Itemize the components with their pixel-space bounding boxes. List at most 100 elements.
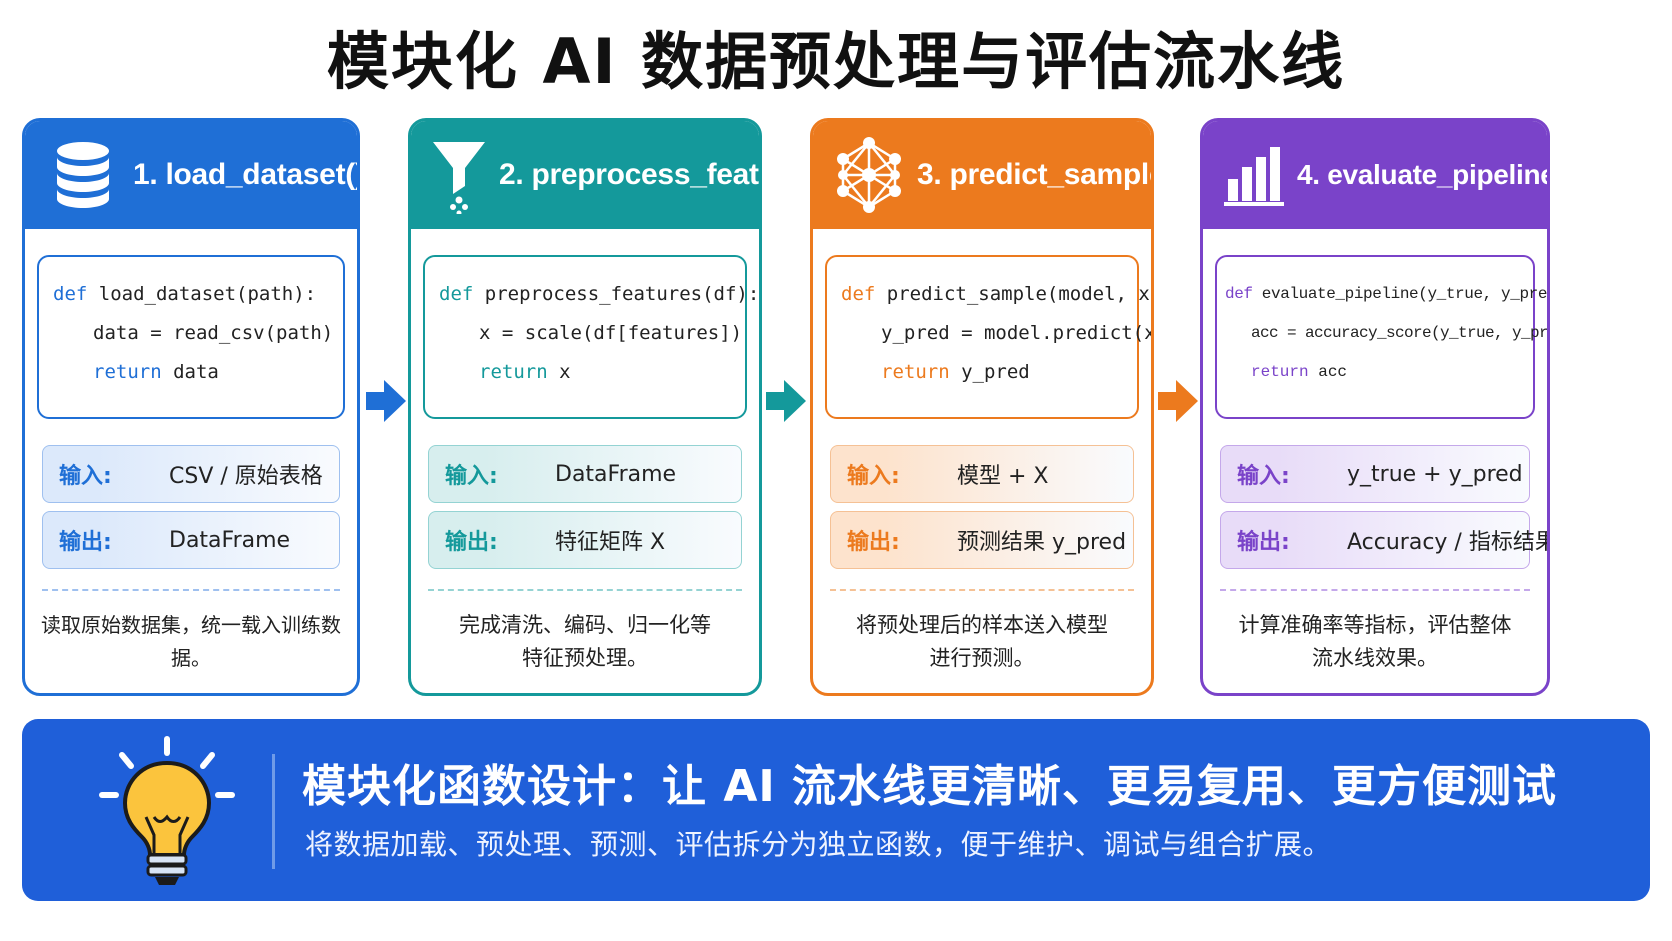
banner-title: 模块化函数设计：让 AI 流水线更清晰、更易复用、更方便测试 xyxy=(302,761,1558,812)
step-card-preprocess-features: 2. preprocess_features() def preprocess_… xyxy=(408,118,762,696)
code-line: data = read_csv(path) xyxy=(53,318,333,357)
card-header: 1. load_dataset() xyxy=(25,121,357,229)
card-header: 4. evaluate_pipeline() xyxy=(1203,121,1547,229)
description-line: 将预处理后的样本送入模型 xyxy=(856,613,1108,637)
input-value: y_true + y_pred xyxy=(1347,461,1523,487)
divider xyxy=(830,589,1134,591)
output-value: Accuracy / 指标结果 xyxy=(1347,530,1550,555)
description-line: 特征预处理。 xyxy=(522,646,648,670)
database-icon xyxy=(41,133,125,217)
input-label: 输入: xyxy=(445,464,498,489)
output-value: 特征矩阵 X xyxy=(555,530,666,555)
code-keyword: return xyxy=(881,361,950,383)
card-title: 4. evaluate_pipeline() xyxy=(1297,159,1550,190)
code-line: y_pred = model.predict(x) xyxy=(841,318,1151,357)
code-block: def evaluate_pipeline(y_true, y_pred): a… xyxy=(1215,255,1547,419)
divider xyxy=(428,589,742,591)
card-description: 计算准确率等指标，评估整体 流水线效果。 xyxy=(1213,609,1537,675)
input-value: DataFrame xyxy=(555,461,677,487)
arrow-right-icon xyxy=(1158,380,1198,422)
input-label: 输入: xyxy=(1237,464,1290,489)
divider xyxy=(42,589,340,591)
card-header: 3. predict_sample() xyxy=(813,121,1151,229)
code-line: def evaluate_pipeline(y_true, y_pred): xyxy=(1225,279,1547,318)
output-row: 输出: Accuracy / 指标结果 xyxy=(1220,511,1547,569)
output-row: 输出: 预测结果 y_pred xyxy=(830,511,1134,569)
arrow-right-icon xyxy=(766,380,806,422)
divider xyxy=(1220,589,1530,591)
code-line: def predict_sample(model, x): xyxy=(841,279,1151,318)
output-label: 输出: xyxy=(59,530,112,555)
code-line: acc = accuracy_score(y_true, y_pred) xyxy=(1225,318,1547,357)
card-title: 3. predict_sample() xyxy=(917,158,1151,191)
card-title: 1. load_dataset() xyxy=(133,158,360,191)
description-line: 进行预测。 xyxy=(929,646,1035,670)
input-row: 输入: y_true + y_pred xyxy=(1220,445,1530,503)
code-keyword: return xyxy=(1251,363,1309,381)
neural-network-icon xyxy=(829,133,909,217)
code-block: def load_dataset(path): data = read_csv(… xyxy=(37,255,345,419)
code-text: load_dataset(path): xyxy=(87,283,317,305)
code-text: data = read_csv(path) xyxy=(93,322,334,344)
output-value: 预测结果 y_pred xyxy=(957,530,1127,555)
output-label: 输出: xyxy=(847,530,900,555)
step-card-load-dataset: 1. load_dataset() def load_dataset(path)… xyxy=(22,118,360,696)
code-keyword: def xyxy=(439,283,474,305)
code-text: y_pred xyxy=(949,361,1030,383)
code-text: x xyxy=(547,361,571,383)
code-keyword: return xyxy=(479,361,548,383)
card-description: 完成清洗、编码、归一化等 特征预处理。 xyxy=(421,609,749,675)
code-text: evaluate_pipeline(y_true, y_pred): xyxy=(1252,285,1550,303)
code-line: return data xyxy=(53,357,329,396)
input-value: CSV / 原始表格 xyxy=(169,464,323,489)
code-line: return acc xyxy=(1225,357,1529,396)
page-title: 模块化 AI 数据预处理与评估流水线 xyxy=(326,25,1346,98)
description-line: 读取原始数据集，统一载入训练数据。 xyxy=(41,613,341,670)
input-label: 输入: xyxy=(59,464,112,489)
card-title: 2. preprocess_features() xyxy=(499,158,759,191)
input-row: 输入: 模型 + X xyxy=(830,445,1134,503)
code-text: y_pred = model.predict(x) xyxy=(881,322,1154,344)
arrow-right-icon xyxy=(366,380,406,422)
code-keyword: def xyxy=(841,283,876,305)
funnel-icon xyxy=(427,133,491,217)
output-row: 输出: 特征矩阵 X xyxy=(428,511,742,569)
code-block: def preprocess_features(df): x = scale(d… xyxy=(423,255,759,419)
card-description: 将预处理后的样本送入模型 进行预测。 xyxy=(823,609,1141,675)
code-text: acc xyxy=(1308,363,1348,381)
code-keyword: def xyxy=(53,283,88,305)
description-line: 流水线效果。 xyxy=(1312,646,1438,670)
code-text: x = scale(df[features]) xyxy=(479,322,743,344)
input-value: 模型 + X xyxy=(957,464,1049,489)
code-line: def preprocess_features(df): xyxy=(439,279,759,318)
code-line: return x xyxy=(439,357,731,396)
bar-chart-icon xyxy=(1219,133,1289,217)
code-line: return y_pred xyxy=(841,357,1123,396)
card-description: 读取原始数据集，统一载入训练数据。 xyxy=(35,609,347,675)
output-row: 输出: DataFrame xyxy=(42,511,340,569)
code-text: acc = accuracy_score(y_true, y_pred) xyxy=(1251,324,1550,342)
code-text: data xyxy=(161,361,219,383)
description-line: 计算准确率等指标，评估整体 xyxy=(1238,613,1512,637)
code-line: def load_dataset(path): xyxy=(53,279,329,318)
code-keyword: def xyxy=(1225,285,1253,303)
code-text: preprocess_features(df): xyxy=(473,283,760,305)
input-label: 输入: xyxy=(847,464,900,489)
step-card-predict-sample: 3. predict_sample() def predict_sample(m… xyxy=(810,118,1154,696)
code-block: def predict_sample(model, x): y_pred = m… xyxy=(825,255,1151,419)
input-row: 输入: CSV / 原始表格 xyxy=(42,445,340,503)
step-card-evaluate-pipeline: 4. evaluate_pipeline() def evaluate_pipe… xyxy=(1200,118,1550,696)
summary-banner: 模块化函数设计：让 AI 流水线更清晰、更易复用、更方便测试 将数据加载、预处理… xyxy=(22,719,1650,901)
output-value: DataFrame xyxy=(169,527,291,553)
banner-divider xyxy=(272,754,275,869)
output-label: 输出: xyxy=(445,530,498,555)
input-row: 输入: DataFrame xyxy=(428,445,742,503)
description-line: 完成清洗、编码、归一化等 xyxy=(459,613,711,637)
code-keyword: return xyxy=(93,361,162,383)
code-line: x = scale(df[features]) xyxy=(439,318,742,357)
output-label: 输出: xyxy=(1237,530,1290,555)
code-text: predict_sample(model, x): xyxy=(875,283,1154,305)
card-header: 2. preprocess_features() xyxy=(411,121,759,229)
lightbulb-icon xyxy=(99,736,235,885)
banner-subtitle: 将数据加载、预处理、预测、评估拆分为独立函数，便于维护、调试与组合扩展。 xyxy=(305,828,1332,861)
